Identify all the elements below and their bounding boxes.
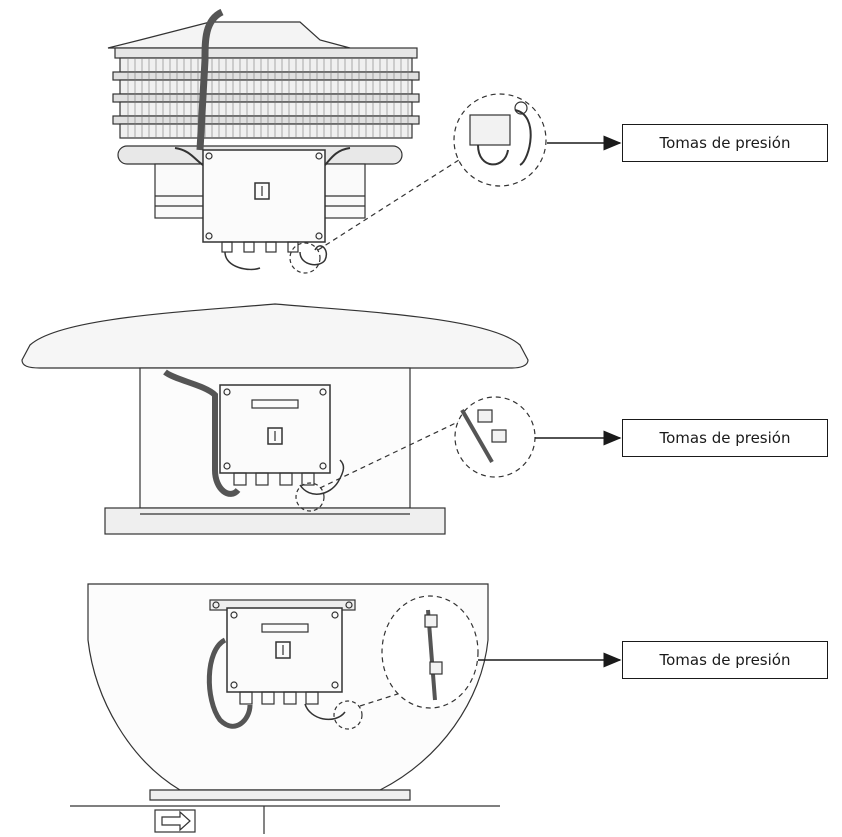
callout-label-1: Tomas de presión — [659, 134, 791, 152]
callout-label-3: Tomas de presión — [659, 651, 791, 669]
callout-box-1: Tomas de presión — [622, 124, 828, 162]
callout-box-3: Tomas de presión — [622, 641, 828, 679]
callout-label-2: Tomas de presión — [659, 429, 791, 447]
roof-fan-cylindrical — [70, 583, 500, 834]
roof-fan-louvred — [107, 8, 547, 274]
roof-fan-mushroom — [21, 303, 536, 535]
callout-box-2: Tomas de presión — [622, 419, 828, 457]
